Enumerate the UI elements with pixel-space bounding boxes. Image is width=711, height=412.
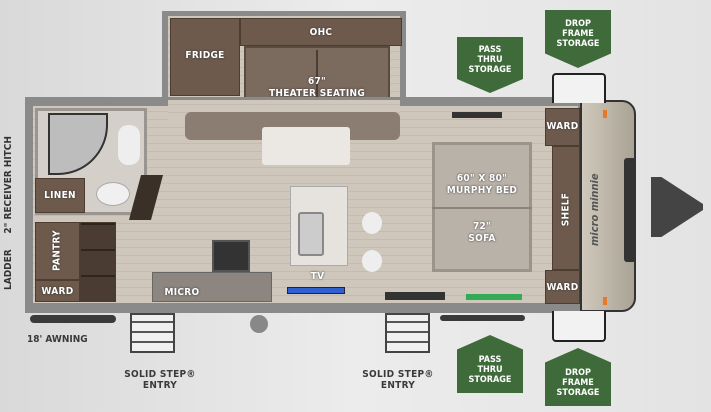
drop-frame-storage-tag-top: DROP FRAME STORAGE xyxy=(545,10,611,68)
window xyxy=(466,294,522,300)
overhead-cabinet xyxy=(240,18,402,46)
theater-seat-divider xyxy=(316,50,318,108)
pass-thru-storage-tag-top: PASS THRU STORAGE xyxy=(457,37,523,93)
awning-label: 18' AWNING xyxy=(27,334,88,345)
window xyxy=(385,292,445,300)
ladder-label: LADDER xyxy=(3,249,14,290)
front-wardrobe-top xyxy=(545,108,580,146)
drop-frame-box-bottom xyxy=(552,311,606,342)
murphy-bed-label: MURPHY BED xyxy=(446,185,518,196)
micro-minnie-logo: micro minnie xyxy=(588,173,601,247)
marker-light xyxy=(603,297,607,305)
tv xyxy=(287,287,345,294)
pantry xyxy=(35,222,80,280)
pantry-label: PANTRY xyxy=(51,230,63,271)
sofa-divider xyxy=(432,207,532,209)
ward-rear-label: WARD xyxy=(41,286,74,297)
ohc-label: OHC xyxy=(309,27,333,38)
entry-2-line2: ENTRY xyxy=(380,380,416,391)
entry-1-line2: ENTRY xyxy=(142,380,178,391)
entry-step-2 xyxy=(385,313,430,353)
shelf xyxy=(552,146,580,270)
hitch xyxy=(651,177,703,237)
toilet xyxy=(96,182,130,206)
theater-seating-size: 67" xyxy=(307,76,327,87)
linen-label: LINEN xyxy=(44,190,76,201)
drop-frame-box-top xyxy=(552,73,606,103)
micro-label: MICRO xyxy=(164,287,200,298)
stool xyxy=(362,250,382,272)
ward-front-top-label: WARD xyxy=(546,121,579,132)
ward-front-bottom-label: WARD xyxy=(546,282,579,293)
awning-bar xyxy=(440,315,525,321)
front-wardrobe-bottom xyxy=(545,270,580,304)
kitchen-sink xyxy=(298,212,324,256)
jack xyxy=(250,315,268,333)
fridge-label: FRIDGE xyxy=(185,50,225,61)
pass-thru-storage-tag-bottom: PASS THRU STORAGE xyxy=(457,335,523,393)
sofa-label: SOFA xyxy=(468,233,496,244)
dinette-table xyxy=(262,127,350,165)
bathroom-sink xyxy=(118,125,140,165)
receiver-hitch-label: 2" RECEIVER HITCH xyxy=(3,136,14,234)
drawers xyxy=(80,222,116,302)
rear-label: LADDER 2" RECEIVER HITCH xyxy=(3,120,19,290)
entry-step-1 xyxy=(130,313,175,353)
rear-wardrobe xyxy=(35,280,80,302)
marker-light xyxy=(603,110,607,118)
theater-seating-label: THEATER SEATING xyxy=(268,88,366,99)
drop-frame-storage-tag-bottom: DROP FRAME STORAGE xyxy=(545,348,611,406)
fridge xyxy=(170,18,240,96)
window xyxy=(452,112,502,118)
entry-2-line1: SOLID STEP® xyxy=(362,369,434,380)
stool xyxy=(362,212,382,234)
tv-label: TV xyxy=(310,271,325,282)
linen-cabinet xyxy=(35,178,85,213)
murphy-bed-size: 60" X 80" xyxy=(456,173,508,184)
entry-1-line1: SOLID STEP® xyxy=(124,369,196,380)
awning-bar xyxy=(30,315,116,323)
front-window xyxy=(624,158,636,262)
stove xyxy=(212,240,250,272)
kitchen-counter xyxy=(152,272,272,302)
shelf-label: SHELF xyxy=(560,192,572,227)
sofa-size: 72" xyxy=(472,221,492,232)
